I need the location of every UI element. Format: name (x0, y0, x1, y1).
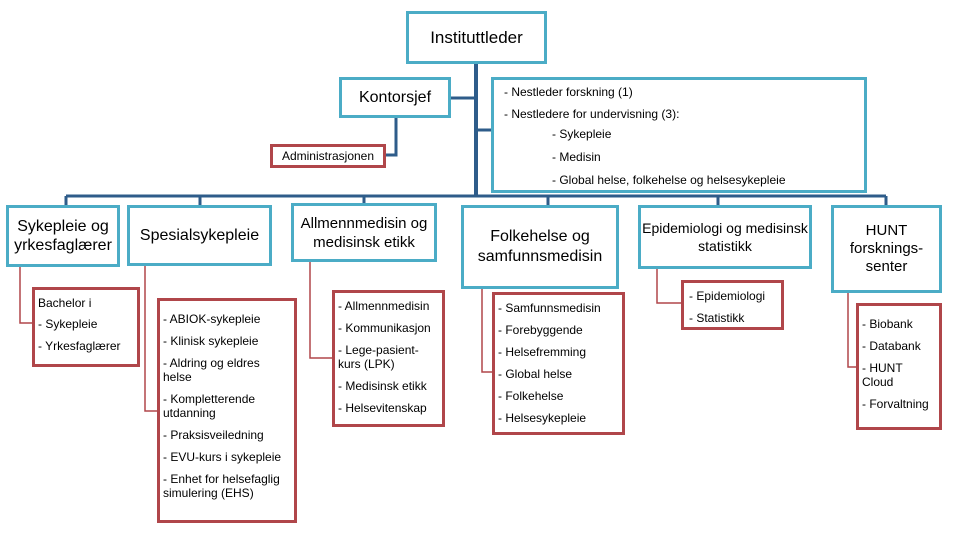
list-item: Klinisk sykepleie (170, 334, 259, 348)
sublist-allmennmedisin: - Allmennmedisin - Kommunikasjon - Lege-… (332, 290, 445, 427)
list-item: Lege-pasient-kurs (LPK) (338, 343, 419, 371)
list-item: Forebyggende (505, 323, 583, 337)
deputies-box: - Nestleder forskning (1) - Nestledere f… (491, 77, 867, 193)
list-item: Samfunnsmedisin (505, 301, 601, 315)
deputy-item: Global helse, folkehelse og helsesykeple… (559, 173, 786, 187)
deputy-item: Medisin (559, 150, 601, 164)
sublist-folkehelse: - Samfunnsmedisin - Forebyggende - Helse… (492, 292, 625, 435)
list-item: Helsevitenskap (345, 401, 427, 415)
list-item: Allmennmedisin (344, 299, 430, 313)
unit-title: Spesialsykepleie (139, 226, 260, 244)
list-item: Biobank (869, 317, 913, 331)
office-title: Kontorsjef (358, 88, 432, 106)
sublist-lead: Bachelor i (38, 296, 92, 310)
list-item: Forvaltning (869, 397, 929, 411)
list-item: Medisinsk etikk (345, 379, 427, 393)
list-item: ABIOK-sykepleie (169, 312, 261, 326)
list-item: Databank (869, 339, 921, 353)
list-item: Folkehelse (505, 389, 564, 403)
unit-title: Folkehelse og samfunnsmedisin (477, 228, 603, 265)
list-item: Aldring og eldres helse (163, 356, 260, 384)
list-item: Kommunikasjon (345, 321, 431, 335)
sublist-sykepleie: Bachelor i - Sykepleie - Yrkesfaglærer (32, 287, 140, 367)
head-box: Instituttleder (406, 11, 547, 64)
admin-title: Administrasjonen (281, 149, 375, 163)
unit-box-hunt: HUNT forsknings-senter (831, 205, 942, 293)
list-item: Statistikk (696, 311, 745, 325)
deputy-research: Nestleder forskning (1) (511, 85, 633, 99)
list-item: Sykepleie (45, 317, 98, 331)
unit-title: Allmennmedisin og medisinsk etikk (300, 214, 428, 251)
unit-box-sykepleie: Sykepleie og yrkesfaglærer (6, 205, 120, 267)
unit-title: HUNT forsknings-senter (849, 222, 924, 275)
list-item: HUNT Cloud (862, 361, 903, 389)
list-item: Enhet for helsefaglig simulering (EHS) (163, 472, 280, 500)
deputy-teaching: Nestledere for undervisning (3): (511, 107, 680, 121)
head-title: Instituttleder (430, 27, 523, 47)
list-item: Helsesykepleie (505, 411, 587, 425)
list-item: Praksisveiledning (170, 428, 264, 442)
sublist-spesialsykepleie: - ABIOK-sykepleie - Klinisk sykepleie - … (157, 298, 297, 523)
list-item: Yrkesfaglærer (45, 339, 121, 353)
list-item: Kompletterende utdanning (163, 392, 256, 420)
unit-box-spesialsykepleie: Spesialsykepleie (127, 205, 272, 266)
admin-line (386, 118, 398, 157)
list-item: Epidemiologi (696, 289, 766, 303)
office-box: Kontorsjef (339, 77, 451, 118)
sublist-hunt: - Biobank - Databank - HUNT Cloud - Forv… (856, 303, 942, 430)
unit-box-epidemiologi: Epidemiologi og medisinsk statistikk (638, 205, 812, 269)
unit-box-folkehelse: Folkehelse og samfunnsmedisin (461, 205, 619, 289)
unit-title: Epidemiologi og medisinsk statistikk (642, 220, 808, 254)
unit-title: Sykepleie og yrkesfaglærer (14, 218, 112, 254)
list-item: Helsefremming (505, 345, 587, 359)
sublist-epidemiologi: - Epidemiologi - Statistikk (681, 280, 784, 330)
list-item: Global helse (505, 367, 573, 381)
unit-box-allmennmedisin: Allmennmedisin og medisinsk etikk (291, 203, 437, 262)
deputy-item: Sykepleie (559, 127, 612, 141)
admin-box: Administrasjonen (270, 144, 386, 168)
list-item: EVU-kurs i sykepleie (170, 450, 282, 464)
